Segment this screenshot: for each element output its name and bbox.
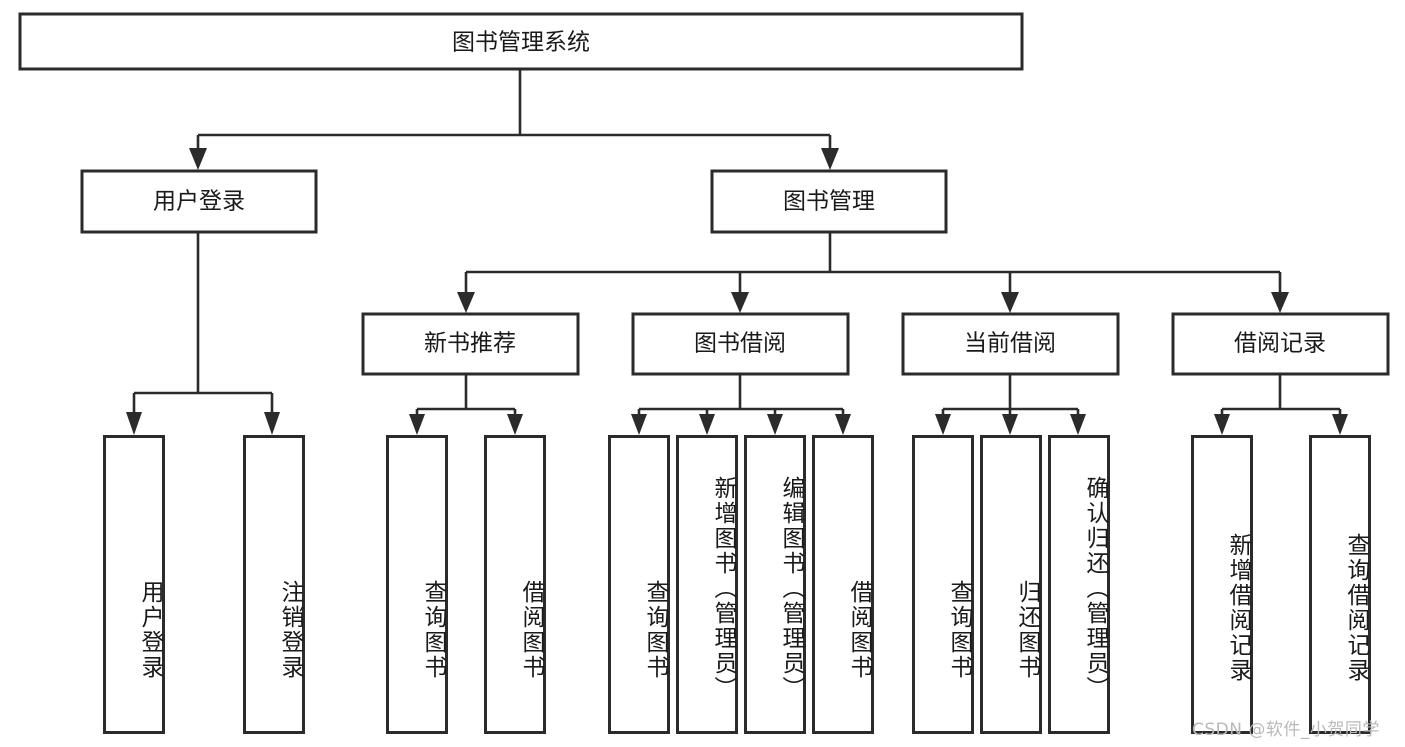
watermark-text: CSDN @软件_小贺同学 [1192,720,1380,740]
node-book-borrow[interactable]: 图书借阅 [631,312,850,376]
node-new-book-recommend-label: 新书推荐 [424,331,516,357]
leaf-book-borrow-add[interactable]: 新增图书（管理员） [676,435,738,734]
connector-group-user-login [126,232,280,435]
leaf-borrow-record-query-label: 查询借阅记录 [1343,533,1369,683]
connector-group-borrow-record [1214,374,1348,435]
leaf-user-login-logout-label: 注销登录 [277,580,303,680]
leaf-current-borrow-query-label: 查询图书 [946,580,972,680]
arrow-head-currentborrow-leaf3 [1070,414,1086,435]
node-book-management[interactable]: 图书管理 [710,169,948,234]
leaf-borrow-record-add[interactable]: 新增借阅记录 [1191,435,1253,734]
leaf-user-login-login-label: 用户登录 [137,580,163,680]
node-root-box[interactable] [18,12,1024,71]
node-book-management-label: 图书管理 [783,189,875,215]
arrow-head-borrowrecord-leaf2 [1332,414,1348,435]
arrow-head-bookborrow-leaf4 [835,414,851,435]
arrow-head-user-login [189,148,207,170]
node-borrow-record[interactable]: 借阅记录 [1171,312,1390,376]
arrow-head-bookborrow-leaf3 [767,414,783,435]
leaf-new-book-query-label: 查询图书 [420,580,446,680]
node-root-label: 图书管理系统 [452,30,590,56]
arrow-head-currentborrow-leaf1 [935,414,951,435]
connector-group-new-book [409,374,523,435]
leaf-new-book-borrow-label: 借阅图书 [518,580,544,680]
node-new-book-recommend[interactable]: 新书推荐 [361,312,580,376]
arrow-head-newbook-leaf1 [409,414,425,435]
leaf-book-borrow-edit[interactable]: 编辑图书（管理员） [744,435,806,734]
leaf-book-borrow-query-label: 查询图书 [642,580,668,680]
arrow-head-new-book [457,292,475,313]
leaf-current-borrow-return[interactable]: 归还图书 [980,435,1042,734]
leaf-current-borrow-confirm[interactable]: 确认归还（管理员） [1048,435,1110,734]
leaf-current-borrow-query[interactable]: 查询图书 [912,435,974,734]
arrow-head-newbook-leaf2 [507,414,523,435]
arrow-head-book-borrow [731,292,749,313]
leaf-book-borrow-add-label: 新增图书（管理员） [710,475,736,701]
node-user-login-box[interactable] [80,169,318,234]
arrow-head-userlogin-leaf2 [264,412,280,435]
arrow-head-borrow-record [1271,292,1289,313]
arrow-head-currentborrow-leaf2 [1002,414,1018,435]
arrow-head-bookborrow-leaf1 [631,414,647,435]
leaf-new-book-borrow[interactable]: 借阅图书 [484,435,546,734]
node-user-login[interactable]: 用户登录 [80,169,318,234]
arrow-head-book-mgmt [821,148,839,170]
leaf-current-borrow-return-label: 归还图书 [1014,580,1040,680]
leaf-book-borrow-edit-label: 编辑图书（管理员） [778,475,804,701]
leaf-book-borrow-borrow[interactable]: 借阅图书 [812,435,874,734]
node-book-management-box[interactable] [710,169,948,234]
leaf-book-borrow-query[interactable]: 查询图书 [608,435,670,734]
leaf-new-book-query[interactable]: 查询图书 [386,435,448,734]
leaf-borrow-record-query[interactable]: 查询借阅记录 [1309,435,1371,734]
node-borrow-record-label: 借阅记录 [1234,331,1326,357]
node-book-borrow-box[interactable] [631,312,850,376]
arrow-head-current-borrow [1001,292,1019,313]
connector-group-book-mgmt [457,232,1289,313]
leaf-user-login-logout[interactable]: 注销登录 [243,435,305,734]
leaf-borrow-record-add-label: 新增借阅记录 [1225,533,1251,683]
node-user-login-label: 用户登录 [153,189,245,215]
connector-group-root [189,69,839,170]
node-borrow-record-box[interactable] [1171,312,1390,376]
leaf-user-login-login[interactable]: 用户登录 [103,435,165,734]
leaf-book-borrow-borrow-label: 借阅图书 [846,580,872,680]
node-current-borrow-box[interactable] [901,312,1120,376]
node-current-borrow-label: 当前借阅 [964,331,1056,357]
node-root[interactable]: 图书管理系统 [18,12,1024,71]
node-new-book-recommend-box[interactable] [361,312,580,376]
node-book-borrow-label: 图书借阅 [694,331,786,357]
arrow-head-userlogin-leaf1 [126,412,142,435]
node-current-borrow[interactable]: 当前借阅 [901,312,1120,376]
arrow-head-borrowrecord-leaf1 [1214,414,1230,435]
arrow-head-bookborrow-leaf2 [699,414,715,435]
connector-group-book-borrow [631,374,851,435]
connector-group-current-borrow [935,374,1086,435]
leaf-current-borrow-confirm-label: 确认归还（管理员） [1082,475,1108,701]
